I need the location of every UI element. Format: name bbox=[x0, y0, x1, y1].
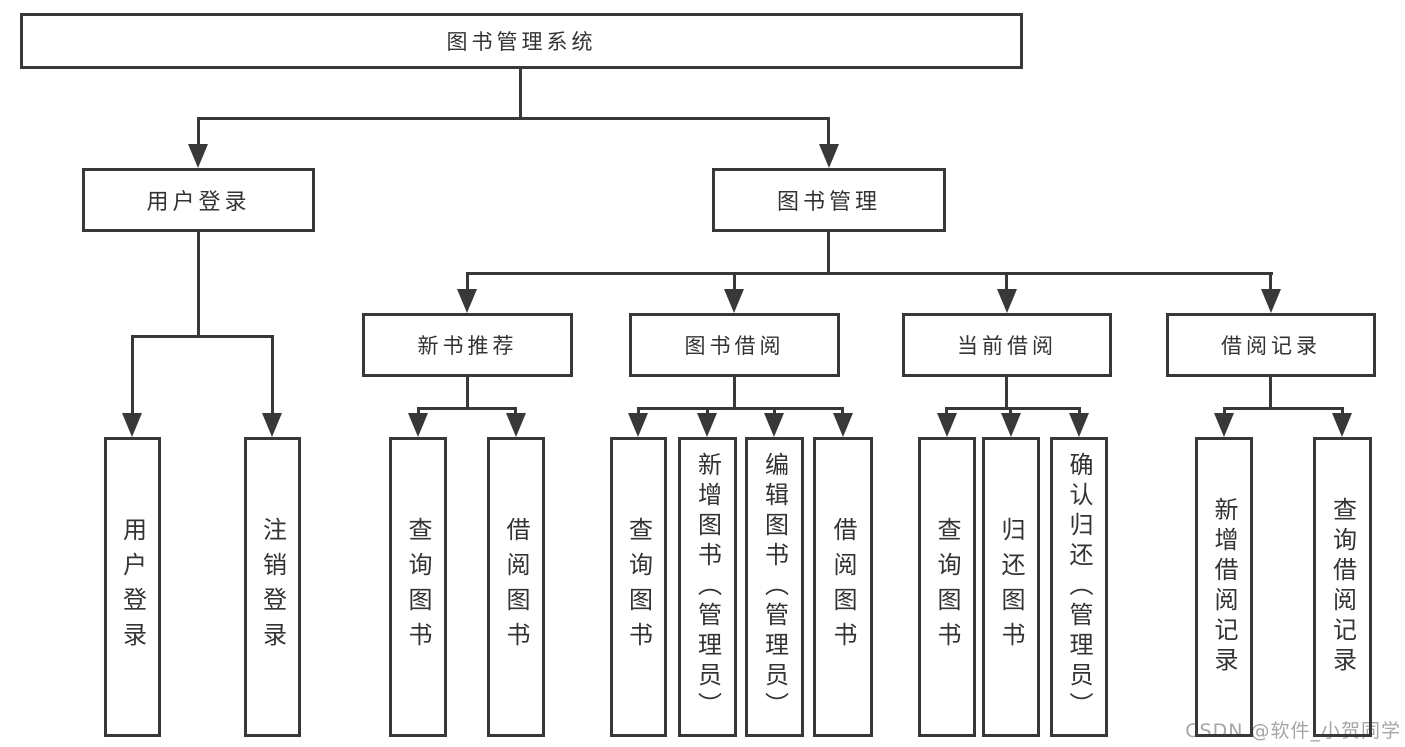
node-label: 注销登录 bbox=[258, 517, 287, 657]
leaf-query-borrow-record: 查询借阅记录 bbox=[1313, 437, 1372, 737]
node-borrowing-records: 借阅记录 bbox=[1166, 313, 1376, 377]
connector-newbook-bus bbox=[417, 407, 517, 410]
leaf-edit-books-admin: 编辑图书（管理员） bbox=[745, 437, 804, 737]
leaf-user-login: 用户登录 bbox=[104, 437, 161, 737]
connector-newbook-stem bbox=[466, 377, 469, 409]
connector-drop bbox=[841, 407, 844, 415]
arrowhead-borrow-records bbox=[1261, 289, 1281, 313]
connector-bookmgmt-bus bbox=[466, 272, 1273, 275]
node-label: 查询借阅记录 bbox=[1328, 497, 1357, 677]
connector-drop bbox=[1009, 407, 1012, 415]
arrowhead-new-book bbox=[457, 289, 477, 313]
arrowhead-leaf bbox=[628, 413, 648, 437]
connector-userlogin-bus bbox=[131, 335, 274, 338]
connector-drop-leaf-login bbox=[131, 335, 134, 415]
connector-drop-user-login bbox=[197, 117, 200, 145]
connector-userlogin-stem bbox=[197, 232, 200, 337]
node-new-book-recommendation: 新书推荐 bbox=[362, 313, 573, 377]
leaf-borrow-books: 借阅图书 bbox=[813, 437, 873, 737]
connector-drop-leaf-logout bbox=[271, 335, 274, 415]
node-label: 新书推荐 bbox=[417, 334, 518, 358]
arrowhead-leaf bbox=[764, 413, 784, 437]
arrowhead-leaf bbox=[506, 413, 526, 437]
node-label: 新增图书（管理员） bbox=[693, 452, 722, 722]
connector-drop bbox=[773, 407, 776, 415]
connector-bookborrow-stem bbox=[733, 377, 736, 409]
node-book-management: 图书管理 bbox=[712, 168, 946, 232]
connector-drop-borrow-records bbox=[1269, 272, 1272, 292]
node-current-borrowing: 当前借阅 bbox=[902, 313, 1112, 377]
connector-root-bus bbox=[197, 117, 830, 120]
node-label: 借阅图书 bbox=[829, 517, 857, 657]
node-label: 图书管理系统 bbox=[446, 30, 597, 54]
leaf-confirm-return-admin: 确认归还（管理员） bbox=[1050, 437, 1108, 737]
arrowhead-leaf-logout bbox=[262, 413, 282, 437]
node-user-login: 用户登录 bbox=[82, 168, 315, 232]
node-label: 新增借阅记录 bbox=[1210, 497, 1238, 677]
arrowhead-book-borrow bbox=[724, 289, 744, 313]
node-label: 查询图书 bbox=[624, 517, 653, 657]
node-label: 用户登录 bbox=[146, 190, 251, 215]
connector-drop bbox=[417, 407, 420, 415]
arrowhead-leaf bbox=[833, 413, 853, 437]
node-label: 当前借阅 bbox=[957, 334, 1057, 358]
arrowhead-leaf-login bbox=[122, 413, 142, 437]
arrowhead-book-management bbox=[819, 144, 839, 168]
arrowhead-user-login bbox=[188, 144, 208, 168]
connector-drop bbox=[1341, 407, 1344, 415]
node-label: 用户登录 bbox=[118, 517, 147, 657]
node-label: 图书管理 bbox=[776, 190, 881, 215]
node-label: 编辑图书（管理员） bbox=[760, 452, 789, 722]
arrowhead-leaf bbox=[1332, 413, 1352, 437]
leaf-query-books-recommend: 查询图书 bbox=[389, 437, 447, 737]
connector-root-stem bbox=[519, 69, 522, 119]
arrowhead-leaf bbox=[1001, 413, 1021, 437]
node-label: 借阅记录 bbox=[1221, 334, 1321, 358]
leaf-return-books: 归还图书 bbox=[982, 437, 1040, 737]
node-label: 借阅图书 bbox=[502, 517, 530, 657]
connector-drop-current-borrow bbox=[1005, 272, 1008, 292]
connector-drop-new-book bbox=[466, 272, 469, 292]
arrowhead-leaf bbox=[697, 413, 717, 437]
connector-drop bbox=[1078, 407, 1081, 415]
node-label: 图书借阅 bbox=[684, 334, 785, 358]
node-book-borrowing: 图书借阅 bbox=[629, 313, 840, 377]
node-label: 查询图书 bbox=[404, 517, 432, 657]
connector-currentborrow-bus bbox=[945, 407, 1081, 410]
connector-bookborrow-bus bbox=[637, 407, 844, 410]
connector-bookmgmt-stem bbox=[827, 232, 830, 275]
arrowhead-leaf bbox=[937, 413, 957, 437]
leaf-add-borrow-record: 新增借阅记录 bbox=[1195, 437, 1253, 737]
leaf-borrow-books-recommend: 借阅图书 bbox=[487, 437, 545, 737]
connector-drop bbox=[1223, 407, 1226, 415]
leaf-query-books-current: 查询图书 bbox=[918, 437, 976, 737]
arrowhead-current-borrow bbox=[997, 289, 1017, 313]
connector-drop bbox=[945, 407, 948, 415]
leaf-query-books-borrowing: 查询图书 bbox=[610, 437, 667, 737]
connector-drop bbox=[637, 407, 640, 415]
node-library-management-system: 图书管理系统 bbox=[20, 13, 1023, 69]
connector-borrowrecords-stem bbox=[1269, 377, 1272, 409]
connector-currentborrow-stem bbox=[1005, 377, 1008, 409]
connector-drop bbox=[514, 407, 517, 415]
leaf-logout: 注销登录 bbox=[244, 437, 301, 737]
connector-drop-book-management bbox=[827, 117, 830, 145]
arrowhead-leaf bbox=[408, 413, 428, 437]
connector-drop-book-borrow bbox=[733, 272, 736, 292]
leaf-add-books-admin: 新增图书（管理员） bbox=[678, 437, 737, 737]
arrowhead-leaf bbox=[1069, 413, 1089, 437]
arrowhead-leaf bbox=[1214, 413, 1234, 437]
node-label: 查询图书 bbox=[933, 517, 961, 657]
node-label: 确认归还（管理员） bbox=[1065, 452, 1093, 722]
connector-drop bbox=[706, 407, 709, 415]
node-label: 归还图书 bbox=[997, 517, 1025, 657]
connector-borrowrecords-bus bbox=[1223, 407, 1344, 410]
